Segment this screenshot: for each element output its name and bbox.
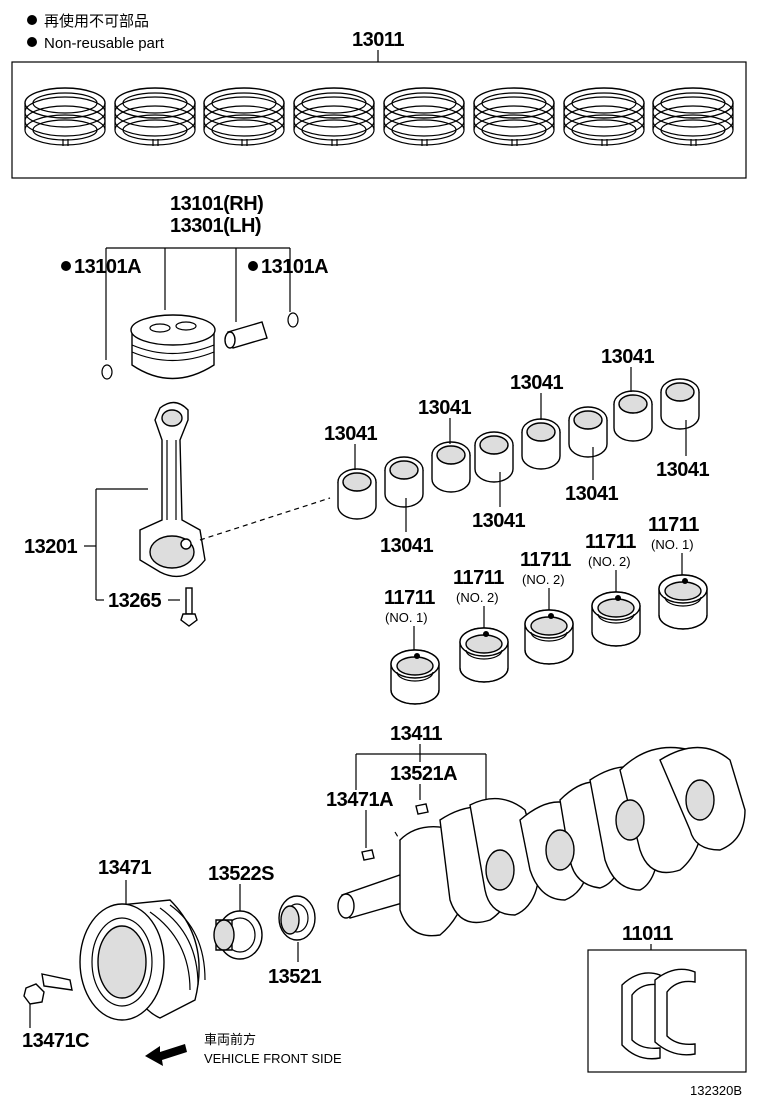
thrust-washer-icon bbox=[654, 968, 696, 1056]
piston-ring-5 bbox=[383, 87, 465, 147]
position-label: (NO. 1) bbox=[651, 537, 694, 552]
position-label: (NO. 2) bbox=[456, 590, 499, 605]
ring-set-frame bbox=[11, 61, 747, 179]
filled-dot-icon bbox=[248, 261, 258, 271]
key-icon bbox=[361, 849, 375, 861]
arrow-left-icon bbox=[145, 1044, 187, 1066]
legend: 再使用不可部品 Non-reusable part bbox=[27, 13, 165, 52]
part-number-11711: 11711 bbox=[453, 567, 504, 589]
part-number-13101rh: 13101(RH) bbox=[170, 193, 263, 215]
part-number-13522s: 13522S bbox=[208, 863, 274, 885]
bearing-shell-icon bbox=[431, 441, 471, 493]
main-bearing-icon bbox=[524, 609, 574, 665]
rod-bolt-icon bbox=[185, 587, 193, 615]
front-label-jp: 車両前方 bbox=[204, 1032, 256, 1047]
piston-ring-4 bbox=[293, 87, 375, 147]
part-number-11011: 11011 bbox=[622, 923, 673, 945]
filled-dot-icon bbox=[27, 15, 37, 25]
vehicle-front-indicator: 車両前方 VEHICLE FRONT SIDE bbox=[145, 1032, 342, 1066]
piston-ring-set: 13011 bbox=[11, 29, 747, 179]
connecting-rod-icon bbox=[139, 401, 206, 578]
bearing-shell-icon bbox=[568, 406, 608, 458]
piston-ring-6 bbox=[473, 87, 555, 147]
bearing-shell-icon bbox=[521, 418, 561, 470]
main-bearing-icon bbox=[390, 649, 440, 705]
part-number-13041: 13041 bbox=[418, 397, 471, 419]
main-bearing-icon bbox=[658, 574, 708, 630]
part-number-13041: 13041 bbox=[380, 535, 433, 557]
part-number-13471: 13471 bbox=[98, 857, 151, 879]
thrust-washer-set: 11011 bbox=[587, 923, 747, 1073]
piston-assembly: 13101(RH) 13301(LH) 13101A 13101A bbox=[61, 193, 329, 380]
legend-line-jp: 再使用不可部品 bbox=[44, 13, 149, 30]
part-number-11711: 11711 bbox=[384, 587, 435, 609]
thrust-washer-frame bbox=[587, 949, 747, 1073]
position-label: (NO. 2) bbox=[588, 554, 631, 569]
part-number-13471c: 13471C bbox=[22, 1030, 89, 1052]
key-icon bbox=[415, 803, 429, 815]
position-label: (NO. 1) bbox=[385, 610, 428, 625]
part-number-13041: 13041 bbox=[324, 423, 377, 445]
part-number-13041: 13041 bbox=[510, 372, 563, 394]
part-number-13041: 13041 bbox=[601, 346, 654, 368]
main-bearing-icon bbox=[591, 591, 641, 647]
position-label: (NO. 2) bbox=[522, 572, 565, 587]
part-number-13301lh: 13301(LH) bbox=[170, 215, 261, 237]
piston-ring-3 bbox=[203, 87, 285, 147]
filled-dot-icon bbox=[61, 261, 71, 271]
part-number-13201: 13201 bbox=[24, 536, 77, 558]
part-number-13411: 13411 bbox=[390, 723, 442, 745]
snap-ring-icon bbox=[287, 312, 299, 328]
snap-ring-icon bbox=[101, 364, 113, 380]
rod-bearings: 13041 13041 13041 13041 13041 13041 1304… bbox=[324, 346, 710, 557]
piston-ring-1 bbox=[24, 87, 106, 147]
piston-ring-7 bbox=[563, 87, 645, 147]
part-number-13041: 13041 bbox=[656, 459, 709, 481]
timing-gears: 13522S 13521 bbox=[208, 863, 322, 988]
part-number-13471a: 13471A bbox=[326, 789, 393, 811]
legend-line-en: Non-reusable part bbox=[44, 35, 165, 52]
part-number-13041: 13041 bbox=[472, 510, 525, 532]
part-number-13011: 13011 bbox=[352, 29, 404, 51]
part-number-11711: 11711 bbox=[520, 549, 571, 571]
front-label-en: VEHICLE FRONT SIDE bbox=[204, 1051, 342, 1066]
piston-ring-2 bbox=[114, 87, 196, 147]
part-number-13101a-left: 13101A bbox=[74, 256, 141, 278]
crankshaft: 13411 13521A 13471A bbox=[326, 723, 746, 937]
filled-dot-icon bbox=[27, 37, 37, 47]
main-bearings: 11711 (NO. 1) 11711 (NO. 2) 11711 (NO. 2… bbox=[384, 514, 708, 705]
bearing-shell-icon bbox=[660, 378, 700, 430]
part-number-11711: 11711 bbox=[648, 514, 699, 536]
piston-ring-8 bbox=[652, 87, 734, 147]
part-number-13521: 13521 bbox=[268, 966, 321, 988]
pulley-bolt-icon bbox=[23, 983, 45, 1005]
connecting-rod: 13201 13265 bbox=[24, 401, 331, 627]
bearing-shell-icon bbox=[613, 390, 653, 442]
main-bearing-icon bbox=[459, 627, 509, 683]
diagram-code: 132320B bbox=[690, 1083, 742, 1098]
crank-pulley: 13471 13471C bbox=[22, 857, 206, 1052]
part-number-13265: 13265 bbox=[108, 590, 161, 612]
bearing-shell-icon bbox=[337, 468, 377, 520]
bearing-shell-icon bbox=[384, 456, 424, 508]
part-number-13041: 13041 bbox=[565, 483, 618, 505]
part-number-11711: 11711 bbox=[585, 531, 636, 553]
part-number-13521a: 13521A bbox=[390, 763, 457, 785]
part-number-13101a-right: 13101A bbox=[261, 256, 328, 278]
thrust-washer-icon bbox=[621, 972, 661, 1060]
bearing-shell-icon bbox=[474, 431, 514, 483]
